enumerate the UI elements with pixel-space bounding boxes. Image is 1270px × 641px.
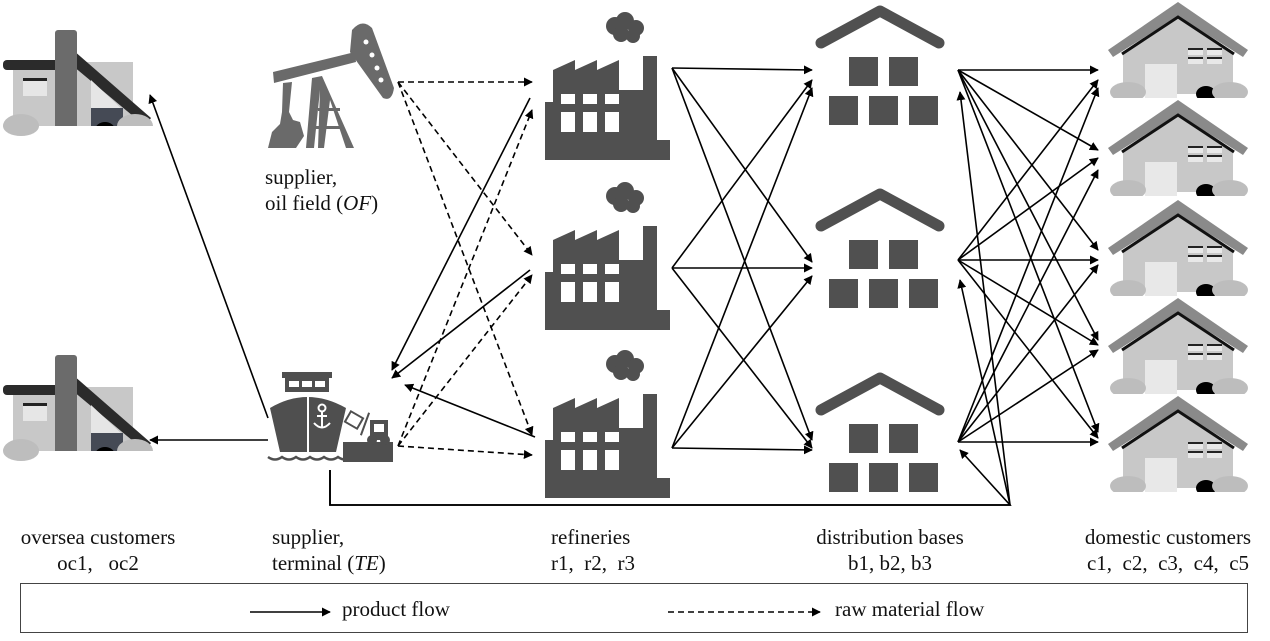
distribution-base-b1-icon: [821, 11, 939, 125]
raw-material-arrow-TE-r2: [397, 274, 533, 447]
raw-material-arrow-TE-r3: [397, 445, 533, 459]
product-arrow-b1-c3: [957, 69, 1099, 251]
product-arrow-r1-TE: [391, 97, 531, 371]
refineries-label: refineries r1, r2, r3: [551, 524, 635, 576]
oversea-customers-title: oversea customers: [20, 525, 176, 549]
domestic-customer-c2-icon: [1106, 98, 1255, 208]
product-arrow-r3-b2: [671, 275, 813, 449]
raw-material-arrow-OF-r2: [397, 81, 533, 256]
oversea-customers-ids: oc1, oc2: [57, 551, 139, 575]
terminal-ship-icon: [267, 372, 393, 462]
distribution-bases-label: distribution bases b1, b2, b3: [790, 524, 990, 576]
product-arrow-r1-b2: [671, 67, 813, 263]
distribution-base-b2-icon: [821, 194, 939, 308]
product-arrow-TE-oc1: [148, 94, 269, 419]
refinery-r2-icon: [545, 182, 670, 330]
refinery-r3-icon: [545, 350, 670, 498]
terminal-label-line1: supplier,: [272, 525, 345, 549]
oversea-customer-oc1-icon: [3, 30, 153, 138]
oil-field-label: supplier, oil field (OF): [265, 164, 378, 216]
domestic-customers-title: domestic customers: [1084, 525, 1252, 549]
raw-material-arrow-OF-r3: [397, 81, 534, 436]
domestic-customer-c5-icon: [1106, 394, 1255, 504]
terminal-abbr: TE: [354, 551, 379, 575]
domestic-customers-label: domestic customers c1, c2, c3, c4, c5: [1066, 524, 1270, 576]
product-arrow-b1-c5: [957, 69, 1100, 433]
product-arrow-r3-b1: [671, 87, 814, 449]
domestic-customer-c3-icon: [1106, 198, 1255, 308]
product-arrow-r3-TE: [404, 383, 536, 438]
legend-raw-material-flow-label: raw material flow: [835, 597, 985, 621]
refinery-r1-icon: [545, 12, 670, 160]
oil-field-pumpjack-icon: [268, 23, 394, 148]
oil-field-label-line2: oil field (OF): [265, 190, 378, 216]
product-arrow-b3-c2: [957, 169, 1099, 443]
product-arrow-b1-c2: [957, 69, 1099, 151]
terminal-label-suffix: ): [378, 551, 386, 575]
product-arrow-b3-c3: [957, 264, 1099, 443]
product-arrow-r1-b3: [671, 67, 814, 441]
product-arrow-b2-c5: [957, 259, 1099, 439]
product-arrow-b2-c2: [957, 157, 1099, 261]
product-arrow-r3-b3: [671, 445, 813, 455]
flow-arrows: [148, 65, 1100, 506]
product-arrow-b3-c1: [957, 87, 1100, 443]
product-arrow-r1-b1: [671, 65, 813, 75]
product-arrow-b2-c4: [957, 259, 1099, 346]
oversea-customers-label: oversea customers oc1, oc2: [0, 524, 196, 576]
product-arrow-r2-b3: [671, 267, 813, 449]
oversea-customer-oc2-icon: [3, 355, 153, 463]
oil-field-label-prefix: oil field (: [265, 191, 344, 215]
product-arrow-TE-b3: [329, 449, 1012, 506]
oil-field-abbr: OF: [343, 191, 372, 215]
product-arrow-r2-b1: [671, 79, 813, 269]
terminal-label-prefix: terminal (: [272, 551, 355, 575]
refineries-ids: r1, r2, r3: [551, 551, 635, 575]
raw-material-arrow-TE-r1: [397, 109, 534, 447]
product-arrow-r2-TE: [391, 269, 531, 379]
oil-field-label-suffix: ): [371, 191, 379, 215]
refineries-title: refineries: [551, 525, 631, 549]
product-arrow-b2-c1: [957, 79, 1099, 261]
distribution-bases-title: distribution bases: [816, 525, 964, 549]
terminal-label: supplier, terminal (TE): [272, 524, 386, 576]
legend-box: [20, 583, 1248, 633]
product-arrow-b3-c4: [957, 349, 1099, 443]
distribution-base-b3-icon: [821, 378, 939, 492]
domestic-customers-ids: c1, c2, c3, c4, c5: [1086, 551, 1250, 575]
oil-field-label-line1: supplier,: [265, 165, 338, 189]
terminal-label-line2: terminal (TE): [272, 550, 386, 576]
domestic-customer-c4-icon: [1106, 296, 1255, 406]
distribution-bases-ids: b1, b2, b3: [848, 551, 932, 575]
legend-product-flow-label: product flow: [342, 597, 450, 621]
domestic-customer-c1-icon: [1106, 0, 1255, 110]
